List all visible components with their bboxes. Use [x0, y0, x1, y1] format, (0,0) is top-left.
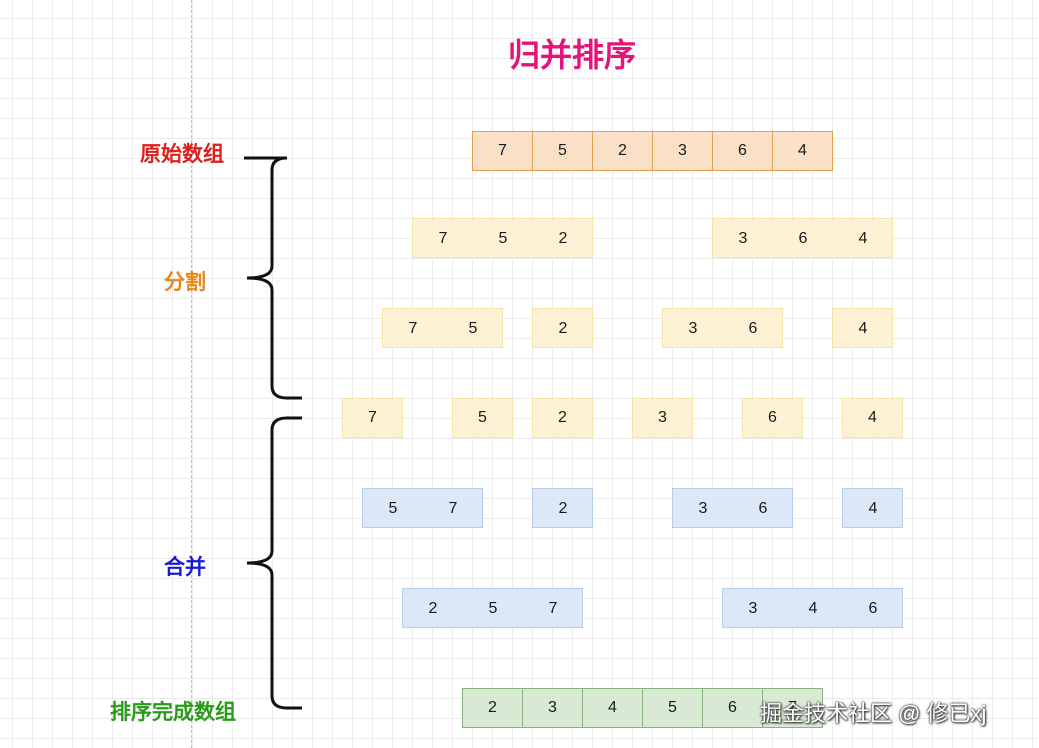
split-value: 6	[798, 230, 808, 247]
original-cell: 7	[472, 131, 533, 171]
dashed-guide-line	[191, 0, 192, 748]
merge-value: 6	[758, 500, 768, 517]
merge-group: 3 6	[672, 488, 793, 528]
watermark: 掘金技术社区 @ 修已xj	[760, 701, 987, 726]
split-group: 2	[532, 308, 593, 348]
split-brace	[244, 156, 302, 400]
single-cell: 6	[742, 398, 803, 438]
merge-value: 7	[548, 600, 558, 617]
sorted-cell: 4	[582, 688, 643, 728]
merge-brace	[246, 416, 302, 710]
single-cell: 3	[632, 398, 693, 438]
split-value: 6	[748, 320, 758, 337]
split-group: 3 6	[662, 308, 783, 348]
merge-value: 5	[488, 600, 498, 617]
split-value: 7	[438, 230, 448, 247]
original-cell: 4	[772, 131, 833, 171]
split-group: 7 5	[382, 308, 503, 348]
merge-value: 3	[698, 500, 708, 517]
sorted-cell: 2	[462, 688, 523, 728]
merge-value: 4	[868, 500, 878, 517]
label-split: 分割	[164, 271, 206, 294]
merge-value: 3	[748, 600, 758, 617]
sorted-cell: 3	[522, 688, 583, 728]
split-group: 3 6 4	[712, 218, 893, 258]
merge-value: 7	[448, 500, 458, 517]
label-original-array: 原始数组	[140, 143, 224, 166]
merge-group: 5 7	[362, 488, 483, 528]
split-group: 7 5 2	[412, 218, 593, 258]
original-cell: 6	[712, 131, 773, 171]
merge-group: 2	[532, 488, 593, 528]
braces	[244, 156, 302, 710]
single-cell: 5	[452, 398, 513, 438]
merge-value: 5	[388, 500, 398, 517]
merge-value: 2	[558, 500, 568, 517]
split-value: 2	[558, 230, 568, 247]
split-value: 4	[858, 230, 868, 247]
original-cell: 3	[652, 131, 713, 171]
merge-group: 4	[842, 488, 903, 528]
split-value: 3	[738, 230, 748, 247]
split-value: 2	[558, 320, 568, 337]
diagram-title: 归并排序	[507, 37, 636, 73]
merge-group: 2 5 7	[402, 588, 583, 628]
single-cell: 2	[532, 398, 593, 438]
split-value: 7	[408, 320, 418, 337]
split-group: 4	[832, 308, 893, 348]
label-sorted-array: 排序完成数组	[110, 701, 236, 724]
merge-value: 4	[808, 600, 818, 617]
original-cell: 2	[592, 131, 653, 171]
single-cell: 4	[842, 398, 903, 438]
original-cell: 5	[532, 131, 593, 171]
merge-value: 2	[428, 600, 438, 617]
split-value: 4	[858, 320, 868, 337]
split-value: 5	[468, 320, 478, 337]
sorted-cell: 7	[762, 688, 823, 728]
split-value: 3	[688, 320, 698, 337]
split-value: 5	[498, 230, 508, 247]
label-merge: 合并	[164, 556, 206, 579]
sorted-cell: 5	[642, 688, 703, 728]
merge-value: 6	[868, 600, 878, 617]
sorted-cell: 6	[702, 688, 763, 728]
merge-group: 3 4 6	[722, 588, 903, 628]
single-cell: 7	[342, 398, 403, 438]
